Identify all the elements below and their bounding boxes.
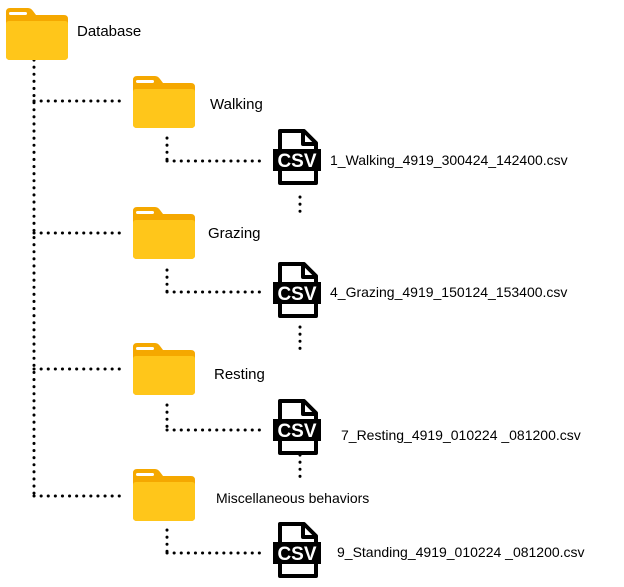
csv-file-icon[interactable]: CSV	[272, 521, 322, 579]
root-folder-label: Database	[77, 23, 142, 40]
grazing-folder-label: Grazing	[208, 225, 261, 242]
folder-icon[interactable]	[131, 205, 197, 261]
misc-folder-label: Miscellaneous behaviors	[216, 490, 370, 506]
csv-file-icon[interactable]: CSV	[272, 398, 322, 456]
resting-file-name[interactable]: 7_Resting_4919_010224 _081200.csv	[341, 427, 581, 443]
csv-file-icon[interactable]: CSV	[272, 128, 322, 186]
folder-icon[interactable]	[131, 74, 197, 130]
csv-icon-text: CSV	[277, 544, 316, 565]
csv-icon-text: CSV	[277, 151, 316, 172]
walking-file-name[interactable]: 1_Walking_4919_300424_142400.csv	[330, 152, 568, 168]
walking-folder-label: Walking	[210, 96, 263, 113]
csv-file-icon[interactable]: CSV	[272, 261, 322, 319]
csv-icon-text: CSV	[277, 284, 316, 305]
folder-icon[interactable]	[4, 6, 70, 62]
grazing-file-name[interactable]: 4_Grazing_4919_150124_153400.csv	[330, 284, 568, 300]
resting-folder-label: Resting	[214, 366, 265, 383]
folder-icon[interactable]	[131, 467, 197, 523]
csv-icon-text: CSV	[277, 421, 316, 442]
folder-icon[interactable]	[131, 341, 197, 397]
misc-file-name[interactable]: 9_Standing_4919_010224 _081200.csv	[337, 544, 585, 560]
